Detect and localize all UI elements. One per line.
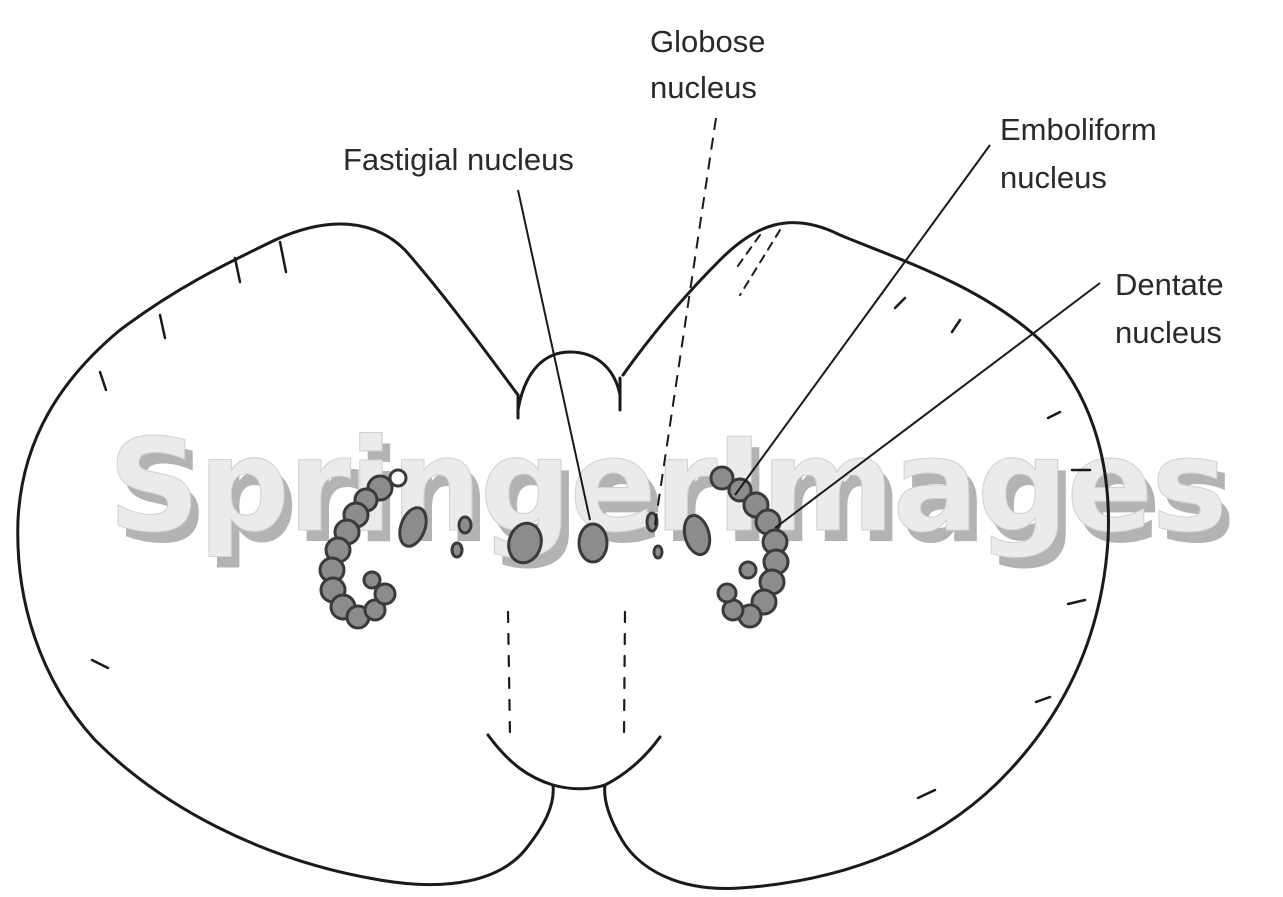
globose-label-line1: Globose	[650, 24, 765, 59]
vermis-top	[518, 352, 620, 410]
dentate-label-line2: nucleus	[1115, 315, 1222, 350]
globose-label-line2: nucleus	[650, 70, 757, 105]
right-globose-nucleus-2	[654, 546, 662, 558]
left-globose-nucleus-1	[459, 517, 471, 533]
vermis-bottom	[488, 735, 660, 789]
right-fastigial-nucleus	[579, 524, 607, 562]
labels: Globose nucleus Fastigial nucleus Emboli…	[343, 24, 1224, 350]
emboliform-label-line2: nucleus	[1000, 160, 1107, 195]
right-midline-dashes	[624, 612, 625, 735]
watermark-text: SpringerImages	[108, 412, 1226, 561]
watermark: SpringerImages SpringerImages	[108, 412, 1234, 572]
fastigial-label: Fastigial nucleus	[343, 142, 574, 177]
emboliform-label-line1: Emboliform	[1000, 112, 1157, 147]
dentate-label-line1: Dentate	[1115, 267, 1224, 302]
left-globose-nucleus-2	[452, 543, 462, 557]
left-midline-dashes	[508, 612, 510, 735]
